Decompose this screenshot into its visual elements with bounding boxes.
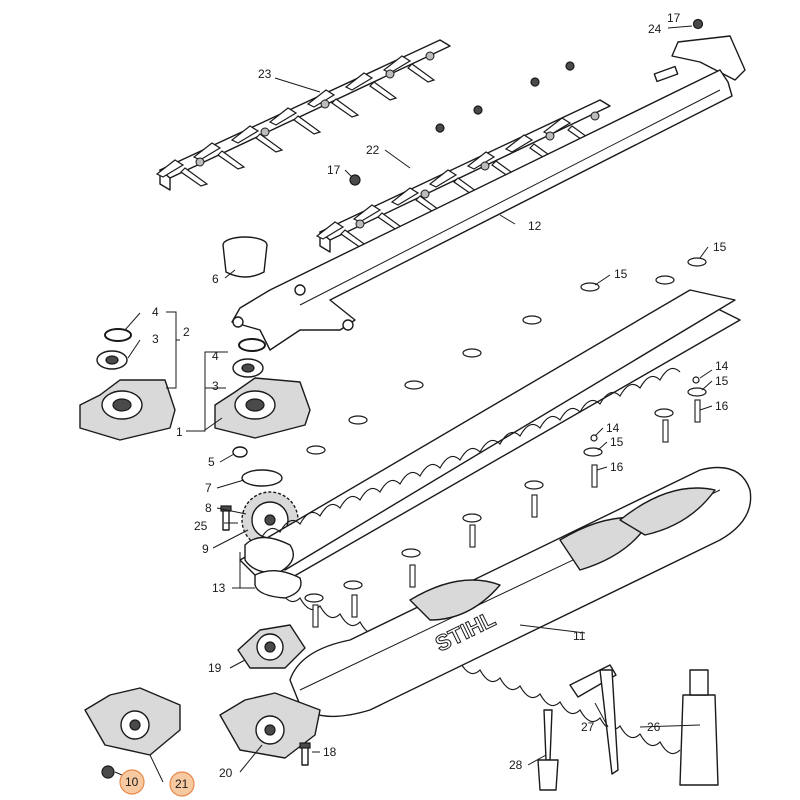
cover-plate-19[interactable] — [237, 624, 306, 669]
circlip-left[interactable] — [104, 328, 132, 342]
label-6[interactable]: 6 — [212, 272, 219, 286]
blade-scabbard[interactable]: STIHL — [289, 466, 752, 718]
bushing-5[interactable] — [232, 446, 248, 458]
highlight-10 — [119, 769, 145, 795]
nut-17-left[interactable] — [349, 174, 361, 186]
label-27[interactable]: 27 — [581, 720, 595, 734]
label-17-top[interactable]: 17 — [667, 11, 681, 25]
label-9[interactable]: 9 — [202, 542, 209, 556]
part-labels: 23 24 17 22 17 12 6 4 2 3 4 3 1 5 7 8 25… — [125, 11, 729, 791]
gear-housing-center[interactable] — [214, 377, 311, 439]
blade-support-bar[interactable] — [231, 69, 733, 351]
label-14-a[interactable]: 14 — [715, 359, 729, 373]
label-15-a[interactable]: 15 — [713, 240, 727, 254]
bearing-center[interactable] — [232, 358, 264, 378]
gasket-13[interactable] — [244, 536, 302, 599]
label-3-left[interactable]: 3 — [152, 332, 159, 346]
washer-7[interactable] — [241, 469, 283, 487]
label-24[interactable]: 24 — [648, 22, 662, 36]
bearing-left[interactable] — [96, 350, 128, 370]
grease-tube[interactable] — [679, 669, 719, 786]
label-15-d[interactable]: 15 — [610, 435, 624, 449]
screwdriver[interactable] — [537, 709, 559, 791]
label-10[interactable]: 10 — [125, 775, 139, 789]
label-15-b[interactable]: 15 — [614, 267, 628, 281]
cutter-blade-upper[interactable] — [155, 39, 451, 191]
label-2[interactable]: 2 — [183, 325, 190, 339]
drive-cup[interactable] — [222, 236, 268, 278]
label-26[interactable]: 26 — [647, 720, 661, 734]
label-19[interactable]: 19 — [208, 661, 222, 675]
label-22[interactable]: 22 — [366, 143, 380, 157]
label-4-left[interactable]: 4 — [152, 305, 159, 319]
label-8[interactable]: 8 — [205, 501, 212, 515]
label-15-c[interactable]: 15 — [715, 374, 729, 388]
label-1[interactable]: 1 — [176, 425, 183, 439]
label-23[interactable]: 23 — [258, 67, 272, 81]
label-16-b[interactable]: 16 — [610, 460, 624, 474]
label-13[interactable]: 13 — [212, 581, 226, 595]
label-3-center[interactable]: 3 — [212, 379, 219, 393]
washers-15[interactable] — [304, 257, 707, 603]
label-18[interactable]: 18 — [323, 745, 337, 759]
blade-end-cap[interactable] — [653, 35, 746, 83]
label-12[interactable]: 12 — [528, 219, 542, 233]
screw-18[interactable] — [299, 742, 311, 766]
label-16-a[interactable]: 16 — [715, 399, 729, 413]
combination-wrench[interactable] — [569, 664, 619, 775]
label-14-b[interactable]: 14 — [606, 421, 620, 435]
label-28[interactable]: 28 — [509, 758, 523, 772]
label-7[interactable]: 7 — [205, 481, 212, 495]
highlight-21 — [169, 771, 195, 797]
label-21[interactable]: 21 — [175, 777, 189, 791]
bottom-housing-21[interactable] — [84, 687, 181, 756]
leader-lines — [114, 25, 713, 783]
nut-17-top[interactable] — [692, 18, 704, 30]
label-11[interactable]: 11 — [573, 629, 586, 643]
screws-16[interactable] — [312, 399, 701, 628]
label-20[interactable]: 20 — [219, 766, 233, 780]
gear-housing-left[interactable] — [79, 379, 176, 441]
label-25[interactable]: 25 — [194, 519, 208, 533]
circlip-center[interactable] — [238, 338, 266, 352]
label-5[interactable]: 5 — [208, 455, 215, 469]
nut-10[interactable] — [101, 765, 115, 779]
label-4-center[interactable]: 4 — [212, 349, 219, 363]
bottom-housing-20[interactable] — [219, 692, 321, 759]
label-17-left[interactable]: 17 — [327, 163, 341, 177]
cutter-blade-lower[interactable] — [315, 61, 611, 253]
